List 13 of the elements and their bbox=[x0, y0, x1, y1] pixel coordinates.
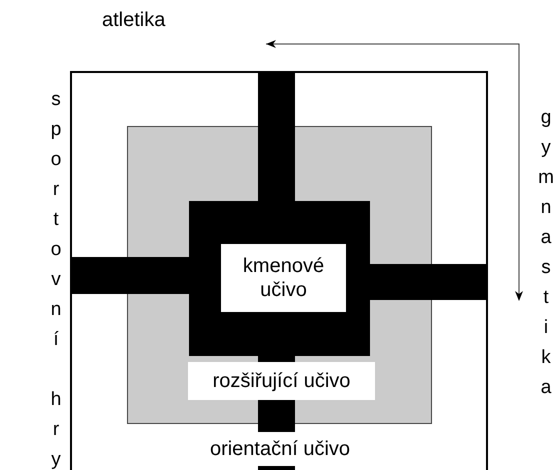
vertical-label: gymnastika bbox=[538, 106, 553, 400]
level-label: rozšiřující učivo bbox=[188, 362, 375, 400]
cross-bar bbox=[70, 257, 189, 294]
cross-bar bbox=[370, 264, 488, 300]
level-label: kmenové učivo bbox=[221, 244, 346, 312]
cross-bar bbox=[258, 400, 295, 432]
cross-bar bbox=[258, 356, 295, 362]
side-label: atletika bbox=[102, 8, 166, 32]
middle-box bbox=[127, 126, 432, 424]
core-square bbox=[189, 201, 370, 356]
cross-bar bbox=[258, 71, 295, 201]
outer-box bbox=[70, 71, 488, 470]
vertical-label: sportovní hry bbox=[50, 88, 62, 470]
